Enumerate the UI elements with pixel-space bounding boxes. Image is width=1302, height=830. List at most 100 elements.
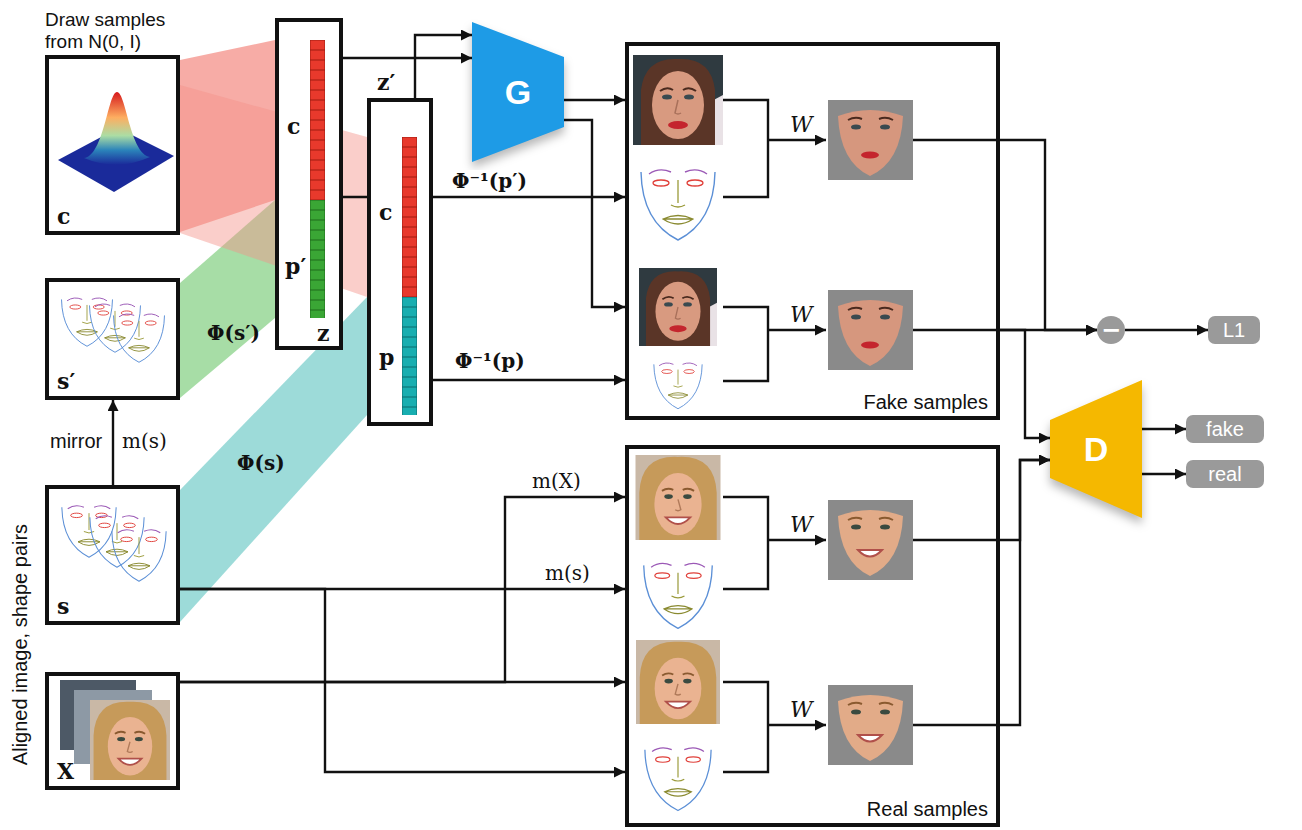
sketch-ground <box>633 150 723 245</box>
cover-rect <box>277 20 341 348</box>
connector-arrow <box>180 681 625 683</box>
face-photo <box>633 55 723 145</box>
landmark-sketch <box>62 506 116 557</box>
sample-group: Fake samples <box>625 42 1000 420</box>
part-label: c <box>379 200 392 225</box>
output-line <box>913 139 1000 141</box>
vector-cover <box>277 20 431 424</box>
operation-label: m(s) <box>545 562 590 585</box>
generator-trapezoid-shape <box>472 22 564 162</box>
shape-cells <box>310 200 325 318</box>
warp-symbol: W <box>790 112 813 137</box>
landmark-sketch <box>644 563 713 628</box>
warp-symbol: W <box>790 697 813 722</box>
warp-arrow <box>768 724 826 726</box>
mapping-label: Φ(s) <box>237 452 285 475</box>
output-line <box>913 724 1000 726</box>
connector-arrow <box>1000 460 1050 725</box>
connector-arrow <box>415 35 472 98</box>
operator-symbol: − <box>1101 318 1121 342</box>
warped-face <box>828 685 913 765</box>
group-caption: Fake samples <box>864 391 989 414</box>
output-label: real <box>1208 464 1241 484</box>
operation-label: m(X) <box>532 470 581 493</box>
variable-label: X <box>57 759 74 784</box>
shape-box: s′ <box>45 278 180 400</box>
gaussian-plot <box>58 92 174 192</box>
warped-face <box>828 290 913 370</box>
cover-rect <box>369 100 431 424</box>
warp-arrow <box>768 139 826 141</box>
connector-arrow <box>1000 140 1097 330</box>
discriminator-trapezoid: D <box>1050 380 1142 518</box>
connector-arrow <box>564 99 625 101</box>
output-line <box>913 329 1000 331</box>
network-label: D <box>1084 432 1109 466</box>
merge-line <box>723 682 768 772</box>
gaussian-bump <box>84 92 150 165</box>
output-label: fake <box>1206 419 1244 439</box>
operation-label: m(s) <box>122 430 167 453</box>
fake-sample-art <box>633 55 1000 412</box>
connector-arrow <box>180 497 625 682</box>
landmark-sketch <box>645 748 711 811</box>
connector-arrow <box>343 57 472 59</box>
image-box: X <box>45 672 180 790</box>
connector-arrow <box>1125 329 1208 331</box>
part-label: c <box>287 114 300 139</box>
warped-face <box>828 100 913 180</box>
connector-arrow <box>1000 460 1050 540</box>
merge-line <box>723 497 768 589</box>
variable-label: c <box>57 204 70 229</box>
connector-arrow <box>112 400 114 485</box>
connector-arrow <box>180 589 625 772</box>
sketch-ground <box>633 730 723 815</box>
connector-arrow <box>1142 428 1186 430</box>
landmark-sketch <box>90 516 144 567</box>
latent-vector: z′cp <box>367 98 433 426</box>
mapping-label: Φ(s′) <box>207 322 260 345</box>
landmark-sketch <box>62 298 113 346</box>
operation-label: mirror <box>50 430 102 453</box>
landmark-sketch <box>641 170 715 240</box>
latent-vector: cp′z <box>275 18 343 350</box>
generator-trapezoid: G <box>472 22 564 162</box>
discriminator-trapezoid-shape <box>1050 380 1142 518</box>
output-line <box>913 539 1000 541</box>
warped-face <box>828 500 913 580</box>
warp-arrow <box>768 539 826 541</box>
output-pill: fake <box>1186 415 1264 443</box>
part-label: p <box>379 345 394 370</box>
mapping-label: Φ⁻¹(p) <box>455 350 525 373</box>
output-pill: real <box>1186 460 1264 488</box>
vector-label: z <box>317 321 330 346</box>
shape-box: s <box>45 485 180 625</box>
sample-group: Real samples <box>625 445 1000 827</box>
connector-arrow <box>1142 473 1186 475</box>
face-photo <box>636 455 721 540</box>
latent-column <box>310 40 417 415</box>
warp-symbol: W <box>790 302 813 327</box>
face-photo <box>636 640 720 724</box>
connector-arrow <box>1000 330 1050 438</box>
connector-arrow <box>564 120 625 307</box>
real-sample-art <box>633 455 1000 815</box>
warp-symbol: W <box>790 512 813 537</box>
loss-pill: L1 <box>1208 316 1260 344</box>
loss-label: L1 <box>1223 320 1245 340</box>
code-cells <box>310 40 325 200</box>
variable-label: s′ <box>57 369 75 394</box>
warp-arrow <box>768 329 826 331</box>
mapping-label: Φ⁻¹(p′) <box>452 170 527 193</box>
side-caption: Aligned image, shape pairs <box>9 495 32 795</box>
subtract-circle: − <box>1097 316 1125 344</box>
sample-box: Draw samples from N(0, I)c <box>45 55 180 235</box>
network-label: G <box>505 75 531 109</box>
image-stack <box>60 680 170 780</box>
sketch-ground <box>633 350 723 412</box>
variable-label: s <box>57 594 69 619</box>
sketch-ground <box>633 545 723 633</box>
group-caption: Real samples <box>867 798 988 821</box>
vector-label: z′ <box>377 70 395 95</box>
